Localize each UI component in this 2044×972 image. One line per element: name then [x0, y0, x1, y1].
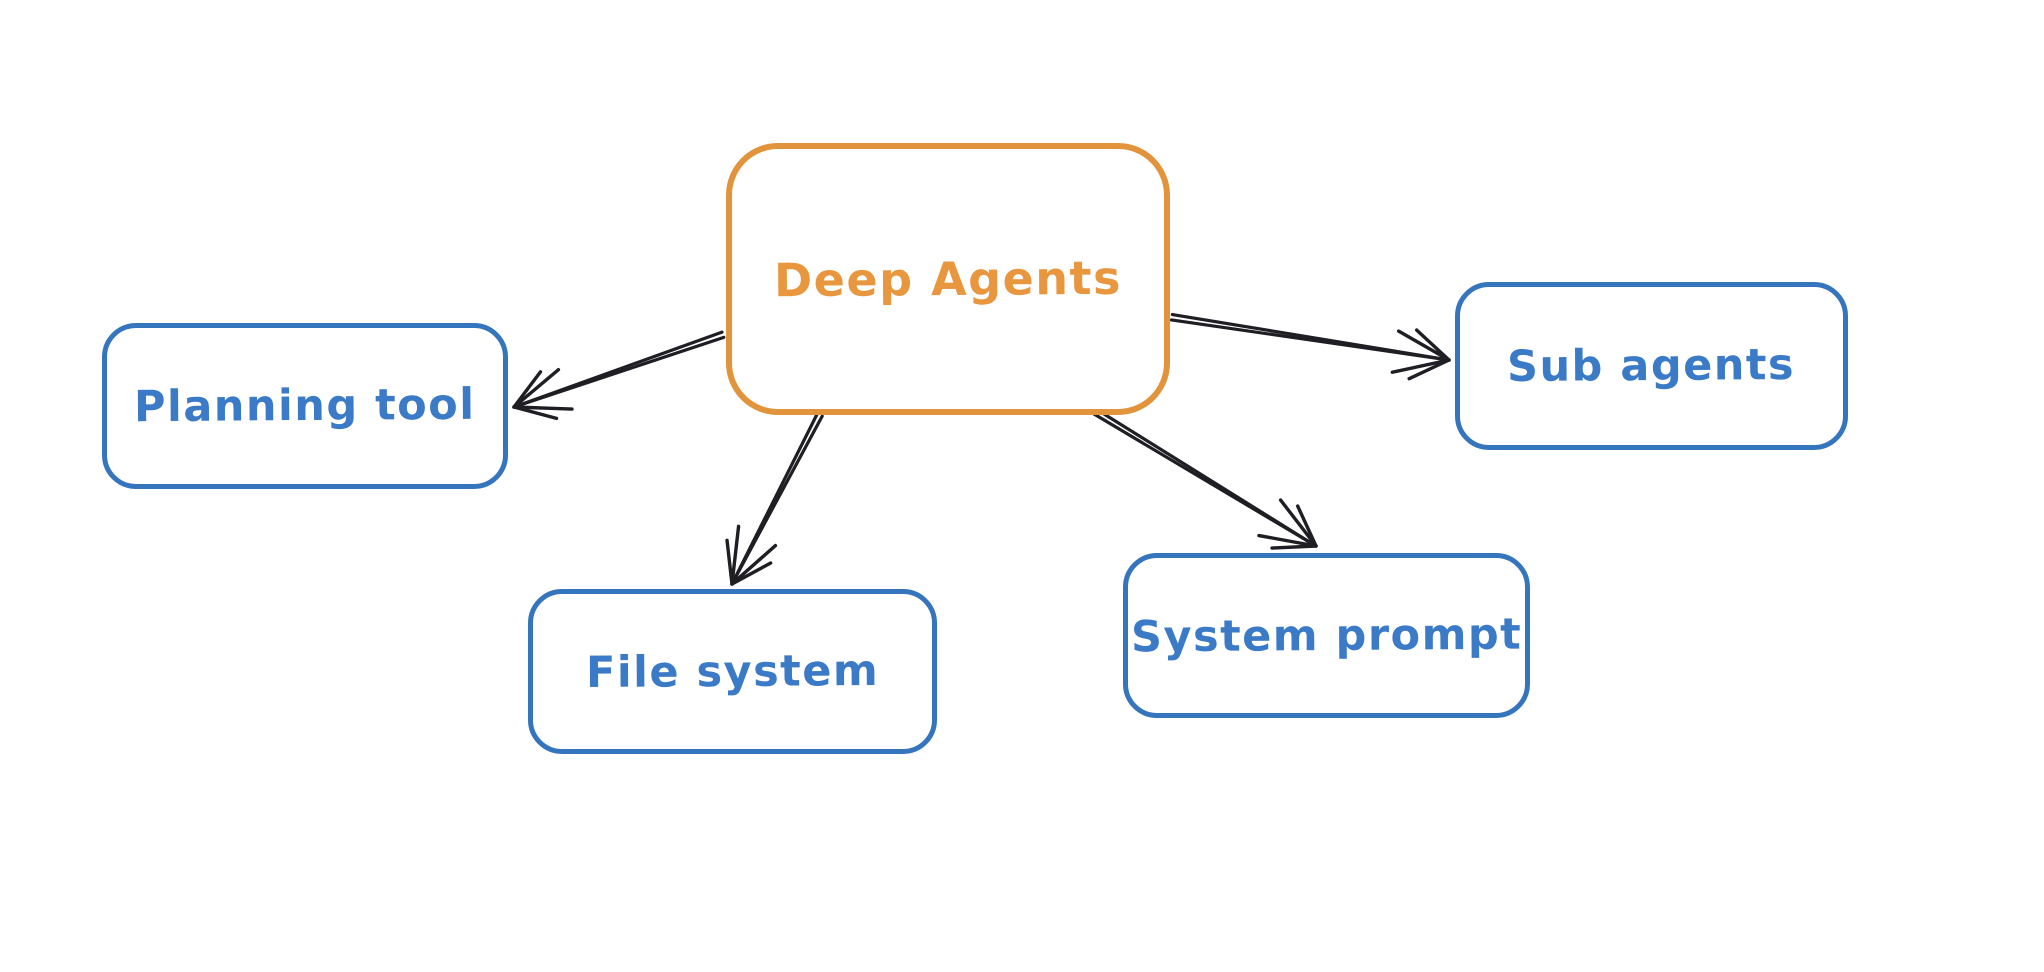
node-file-system-label: File system	[585, 645, 880, 698]
node-planning-tool-label: Planning tool	[134, 379, 476, 433]
node-deep-agents-label: Deep Agents	[773, 250, 1123, 308]
node-sub-agents[interactable]: Sub agents	[1455, 282, 1848, 450]
node-sub-agents-label: Sub agents	[1507, 339, 1796, 393]
arrow-deep-agents-to-system-prompt[interactable]	[1084, 403, 1318, 550]
node-deep-agents[interactable]: Deep Agents	[726, 143, 1170, 415]
node-system-prompt-label: System prompt	[1130, 609, 1523, 662]
node-file-system[interactable]: File system	[528, 589, 937, 754]
arrow-deep-agents-to-file-system[interactable]	[725, 412, 824, 586]
node-system-prompt[interactable]: System prompt	[1123, 553, 1530, 718]
node-planning-tool[interactable]: Planning tool	[102, 323, 508, 489]
arrow-deep-agents-to-sub-agents[interactable]	[1169, 312, 1451, 381]
arrow-deep-agents-to-planning-tool[interactable]	[512, 330, 726, 421]
